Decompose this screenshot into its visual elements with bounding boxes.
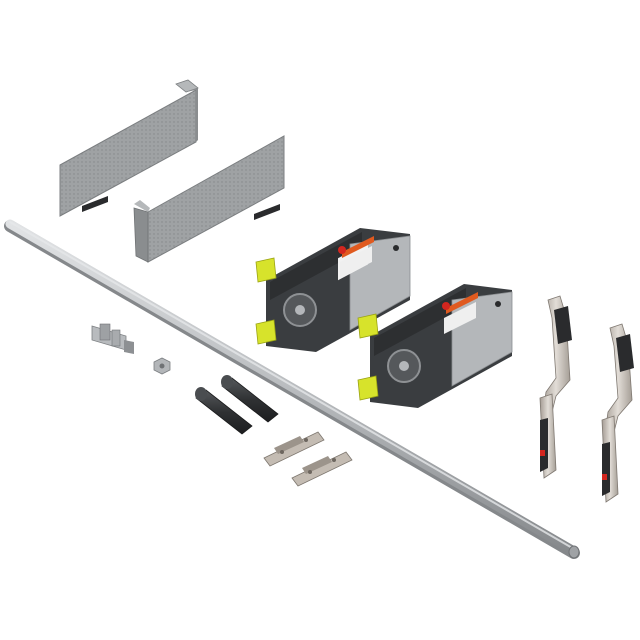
lift-arm-icon [539, 295, 572, 479]
lift-mechanism-icon [357, 284, 513, 408]
cover-panel-icon [59, 79, 199, 217]
clip-icon [291, 451, 353, 487]
cover-panel-icon [133, 135, 285, 263]
connector-icon [91, 323, 134, 354]
lift-arm-icon [601, 323, 634, 503]
clip-icon [263, 431, 325, 467]
sleeve-icon [195, 387, 253, 435]
rod-icon [4, 219, 580, 559]
lift-mechanism-icon [255, 228, 411, 352]
sleeve-icon [221, 375, 279, 423]
nut-icon [153, 357, 171, 375]
